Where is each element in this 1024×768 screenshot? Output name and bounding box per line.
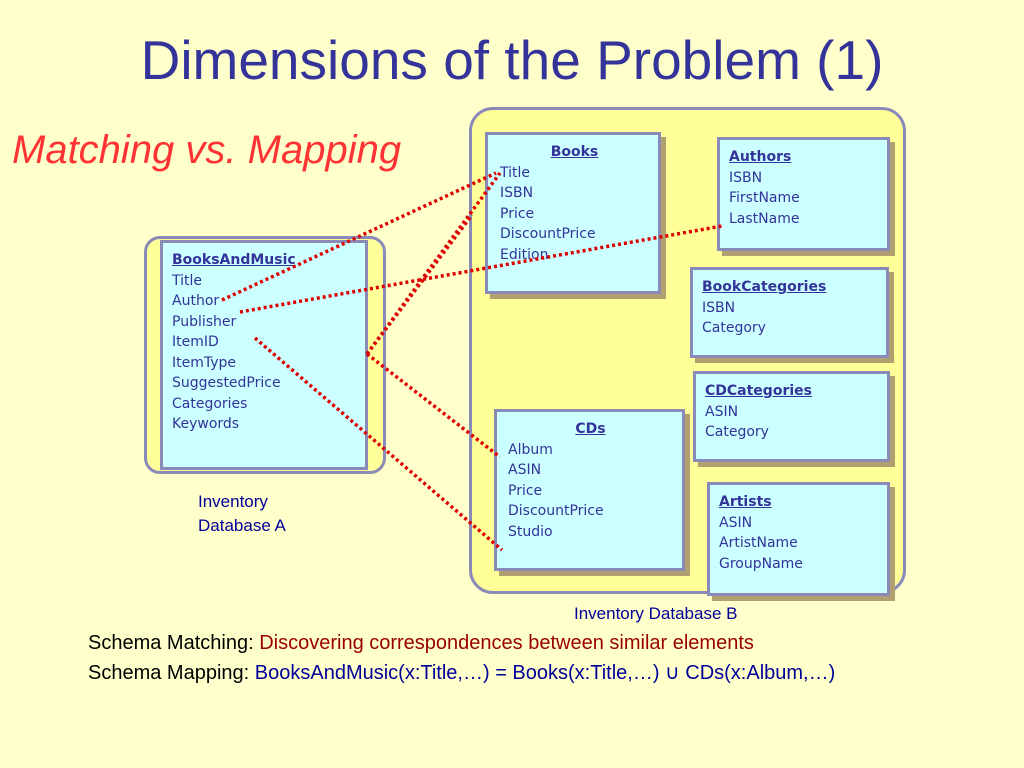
- table-books: Books Title ISBN Price DiscountPrice Edi…: [485, 132, 661, 294]
- field-categories: Categories: [172, 395, 248, 412]
- field-isbn: ISBN: [702, 299, 736, 316]
- field-discountprice: DiscountPrice: [500, 226, 596, 242]
- bullet-schema-matching: Schema Matching: Discovering corresponde…: [88, 630, 888, 656]
- bullet-lead: Schema Mapping:: [88, 662, 255, 684]
- field-artistname: ArtistName: [719, 535, 798, 551]
- table-name: Books: [550, 144, 599, 160]
- bullet-lead: Schema Matching:: [88, 632, 260, 654]
- field-itemtype: ItemType: [172, 354, 237, 371]
- field-category: Category: [702, 320, 766, 336]
- field-author: Author: [172, 293, 220, 309]
- field-category: Category: [705, 424, 769, 440]
- field-isbn: ISBN: [729, 169, 763, 186]
- field-price: Price: [508, 482, 543, 499]
- table-name: BookCategories: [702, 279, 827, 295]
- field-asin: ASIN: [508, 462, 542, 478]
- link-itemid-cds-studio: [253, 336, 504, 552]
- field-publisher: Publisher: [172, 313, 237, 330]
- field-isbn: ISBN: [500, 185, 534, 201]
- field-keywords: Keywords: [172, 416, 240, 432]
- slide-title: Dimensions of the Problem (1): [140, 29, 884, 91]
- bullet-body: Discovering correspondences between simi…: [259, 632, 754, 654]
- bullet-body: BooksAndMusic(x:Title,…) = Books(x:Title…: [254, 662, 836, 684]
- field-title: Title: [500, 164, 531, 181]
- field-price: Price: [500, 205, 535, 222]
- field-title: Title: [172, 272, 203, 289]
- database-a-caption: Inventory Database A: [198, 492, 286, 535]
- table-name: CDs: [575, 421, 606, 437]
- table-name: CDCategories: [705, 383, 812, 399]
- field-asin: ASIN: [719, 514, 753, 531]
- field-suggestedprice: SuggestedPrice: [172, 375, 281, 391]
- link-title-books-title: [221, 171, 497, 302]
- field-itemid: ItemID: [172, 334, 219, 350]
- field-lastname: LastName: [729, 210, 800, 227]
- field-groupname: GroupName: [719, 555, 803, 572]
- link-suggestedprice-books-edition: [365, 213, 474, 356]
- field-album: Album: [508, 441, 553, 458]
- database-b-caption: Inventory Database B: [574, 604, 738, 623]
- link-suggestedprice-cds-album: [365, 352, 502, 459]
- link-title-cds-album: [365, 171, 502, 356]
- table-name: BooksAndMusic: [172, 252, 296, 268]
- table-cdcategories: CDCategories ASIN Category: [693, 371, 890, 462]
- table-authors: Authors ISBN FirstName LastName: [717, 137, 890, 251]
- field-firstname: FirstName: [729, 190, 800, 206]
- table-name: Authors: [729, 149, 792, 165]
- slide-subtitle: Matching vs. Mapping: [12, 128, 402, 172]
- table-artists: Artists ASIN ArtistName GroupName: [707, 482, 890, 596]
- bullet-list: Schema Matching: Discovering corresponde…: [88, 630, 888, 690]
- link-author-authors-lastname: [239, 224, 723, 314]
- bullet-schema-mapping: Schema Mapping: BooksAndMusic(x:Title,…)…: [88, 660, 888, 686]
- table-bookcategories: BookCategories ISBN Category: [690, 267, 889, 358]
- table-cds: CDs Album ASIN Price DiscountPrice Studi…: [494, 409, 685, 571]
- table-booksandmusic: BooksAndMusic Title Author Publisher Ite…: [160, 240, 368, 470]
- field-studio: Studio: [508, 523, 553, 540]
- field-asin: ASIN: [705, 403, 739, 420]
- field-discountprice: DiscountPrice: [508, 503, 604, 519]
- table-name: Artists: [719, 494, 772, 510]
